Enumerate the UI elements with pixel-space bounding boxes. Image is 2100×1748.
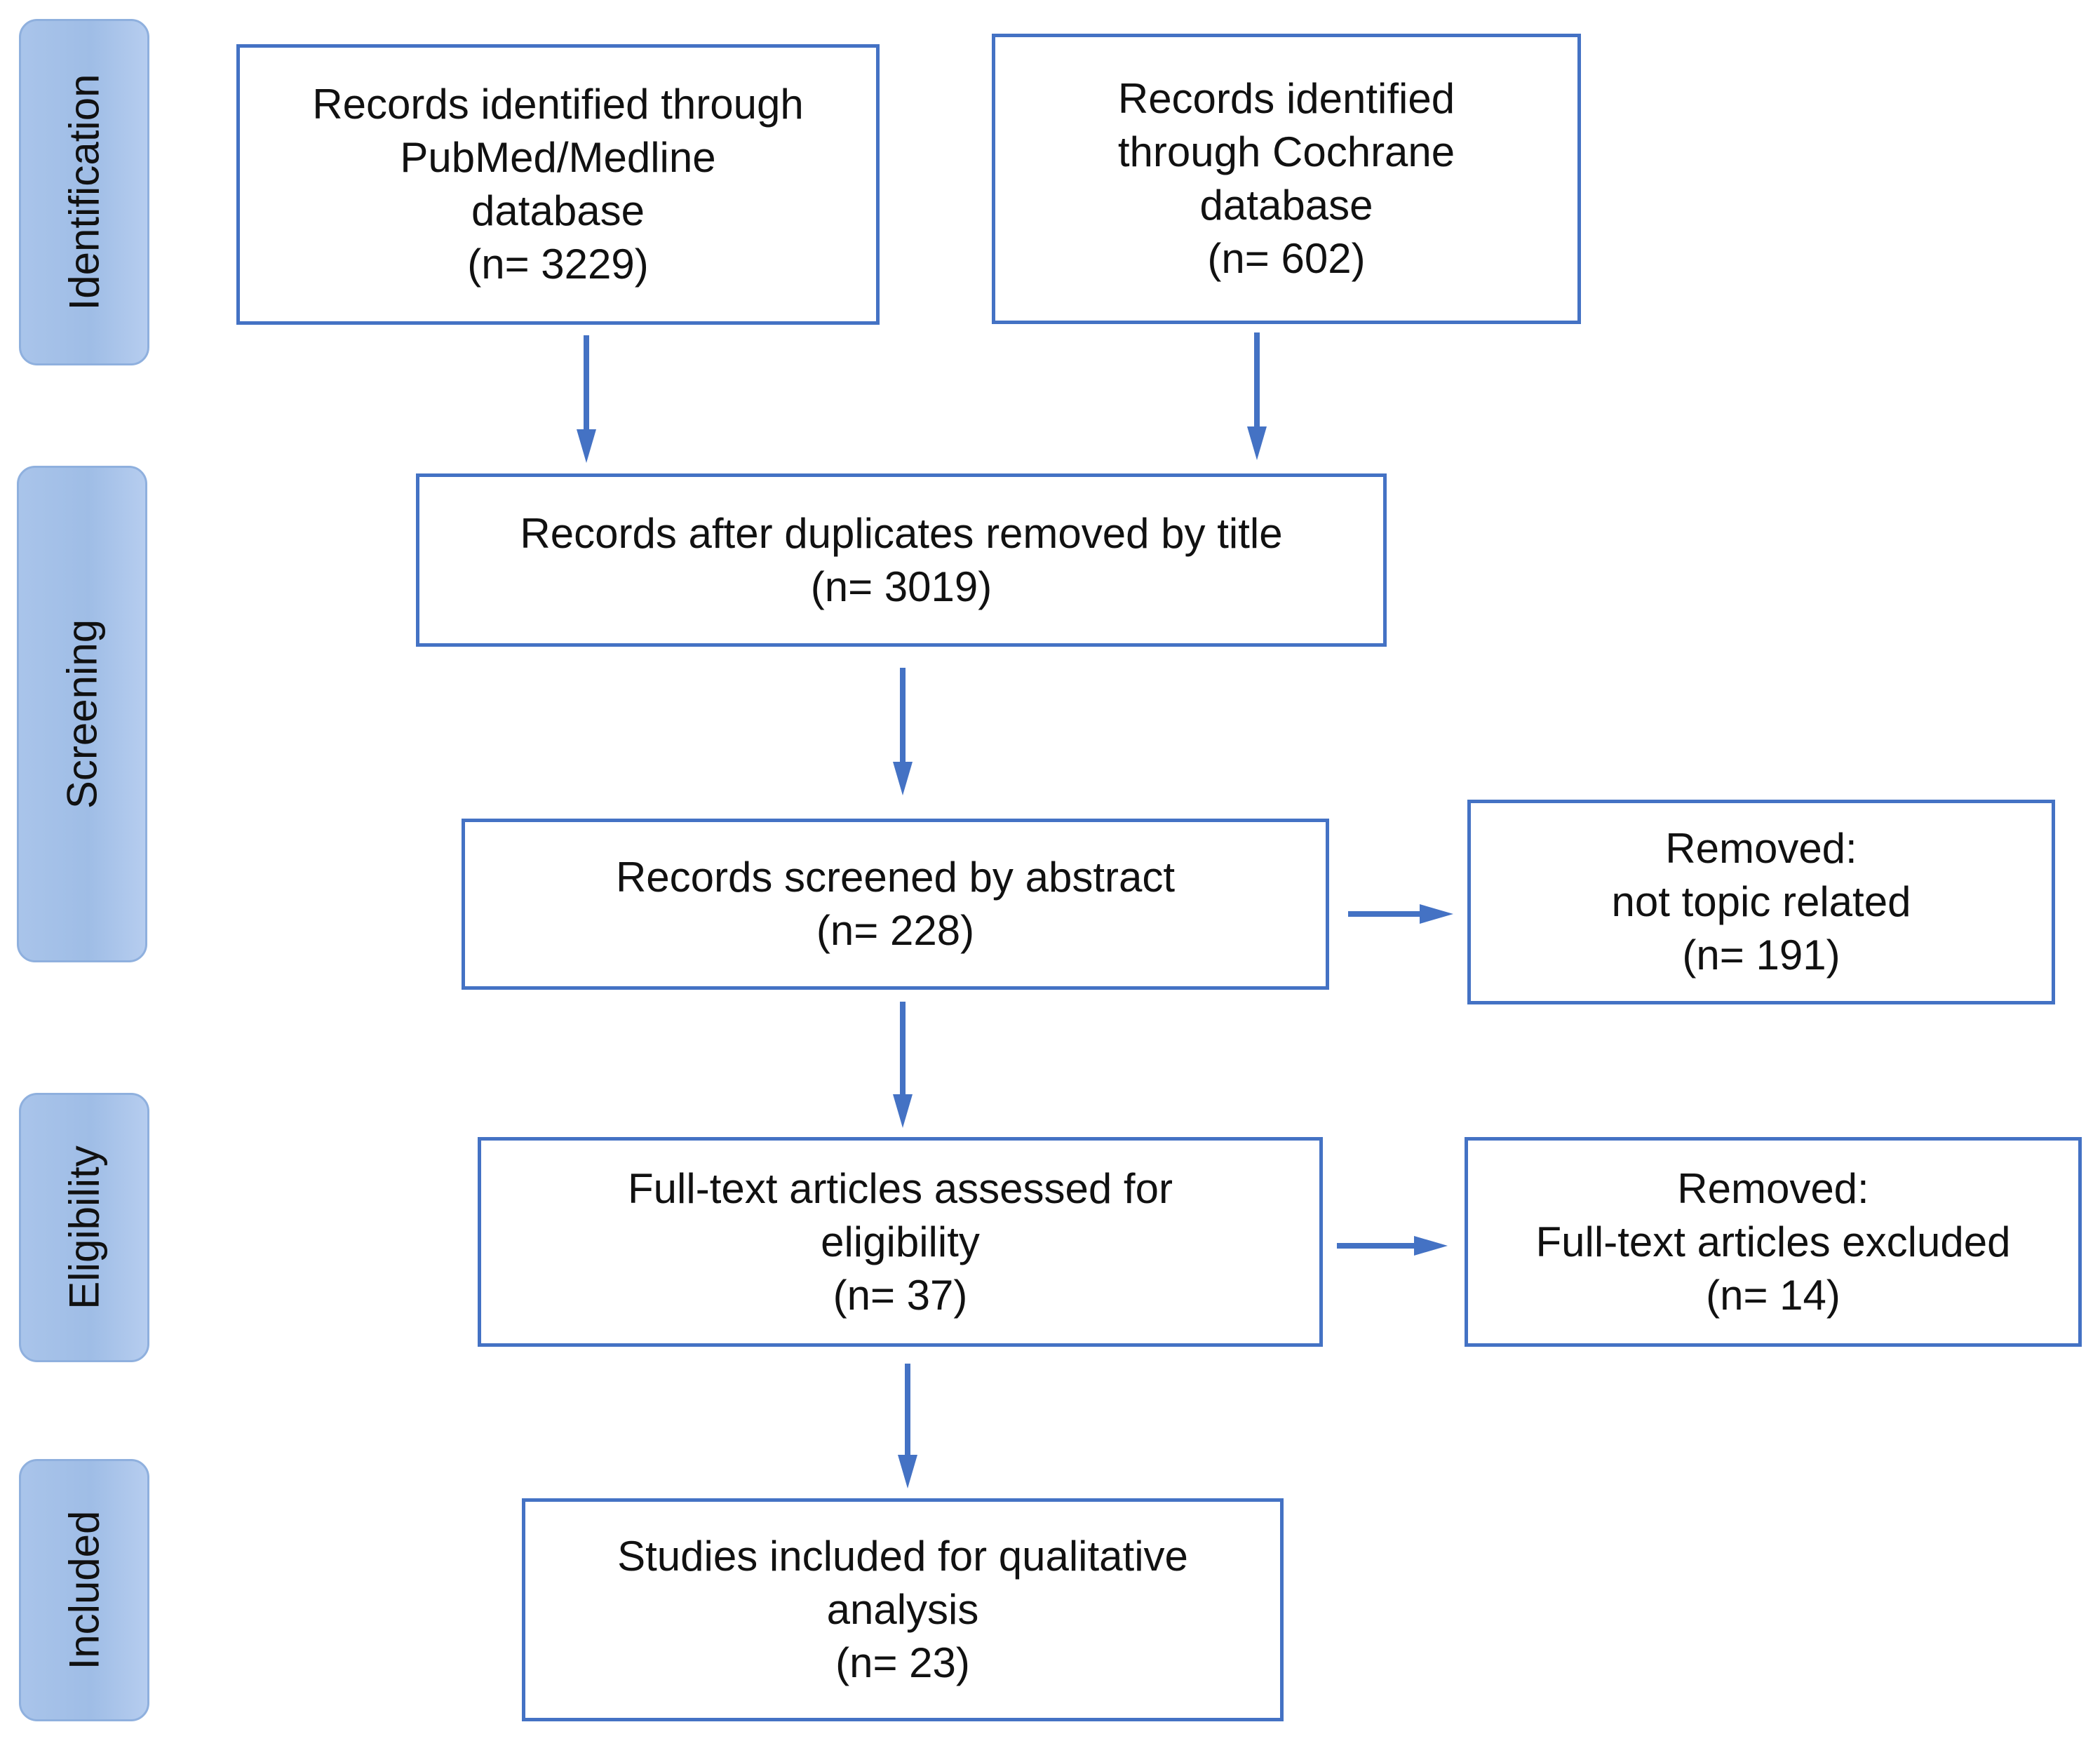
stage-identification: Identification xyxy=(19,19,149,365)
box-line: Records after duplicates removed by titl… xyxy=(520,509,1283,557)
box-line: (n= 23) xyxy=(835,1639,970,1686)
stage-eligibility: Eligibility xyxy=(19,1093,149,1362)
box-cochrane-records: Records identified through Cochrane data… xyxy=(992,34,1581,324)
arrowhead xyxy=(1247,426,1267,460)
box-line: through Cochrane xyxy=(1117,128,1455,175)
box-removed-fulltext: Removed: Full-text articles excluded (n=… xyxy=(1465,1137,2082,1347)
box-pubmed-records: Records identified through PubMed/Medlin… xyxy=(236,44,880,325)
box-line: (n= 3019) xyxy=(810,563,992,610)
box-line: PubMed/Medline xyxy=(400,134,716,181)
box-line: (n= 14) xyxy=(1706,1271,1840,1319)
box-line: Full-text articles excluded xyxy=(1535,1218,2011,1265)
box-line: not topic related xyxy=(1611,878,1911,925)
box-screened-abstract: Records screened by abstract (n= 228) xyxy=(462,819,1329,990)
box-line: (n= 602) xyxy=(1207,235,1366,282)
box-line: eligibility xyxy=(821,1218,980,1265)
stage-included: Included xyxy=(19,1459,149,1721)
box-line: Records identified through xyxy=(312,81,804,128)
box-line: Full-text articles assessed for xyxy=(628,1164,1173,1212)
box-line: (n= 228) xyxy=(816,907,975,954)
box-line: Removed: xyxy=(1665,825,1857,872)
box-line: (n= 3229) xyxy=(467,241,649,288)
box-studies-included: Studies included for qualitative analysi… xyxy=(522,1498,1284,1721)
box-removed-topic: Removed: not topic related (n= 191) xyxy=(1467,800,2055,1004)
box-fulltext-assessed: Full-text articles assessed for eligibil… xyxy=(478,1137,1323,1347)
arrowhead xyxy=(898,1455,917,1488)
arrowhead xyxy=(577,429,596,463)
arrowhead xyxy=(1420,904,1453,924)
box-line: Records identified xyxy=(1117,75,1455,122)
box-line: Records screened by abstract xyxy=(615,854,1176,901)
box-line: (n= 37) xyxy=(833,1271,968,1319)
arrowhead xyxy=(1414,1236,1448,1256)
arrowhead xyxy=(893,1094,913,1128)
box-line: (n= 191) xyxy=(1682,932,1840,979)
box-line: database xyxy=(1199,182,1373,229)
box-line: Removed: xyxy=(1677,1164,1869,1212)
box-duplicates-removed: Records after duplicates removed by titl… xyxy=(416,473,1387,647)
stage-screening: Screening xyxy=(17,466,147,962)
arrowhead xyxy=(893,762,913,795)
box-line: Studies included for qualitative xyxy=(617,1533,1188,1580)
box-line: analysis xyxy=(826,1586,979,1633)
box-line: database xyxy=(471,187,645,234)
